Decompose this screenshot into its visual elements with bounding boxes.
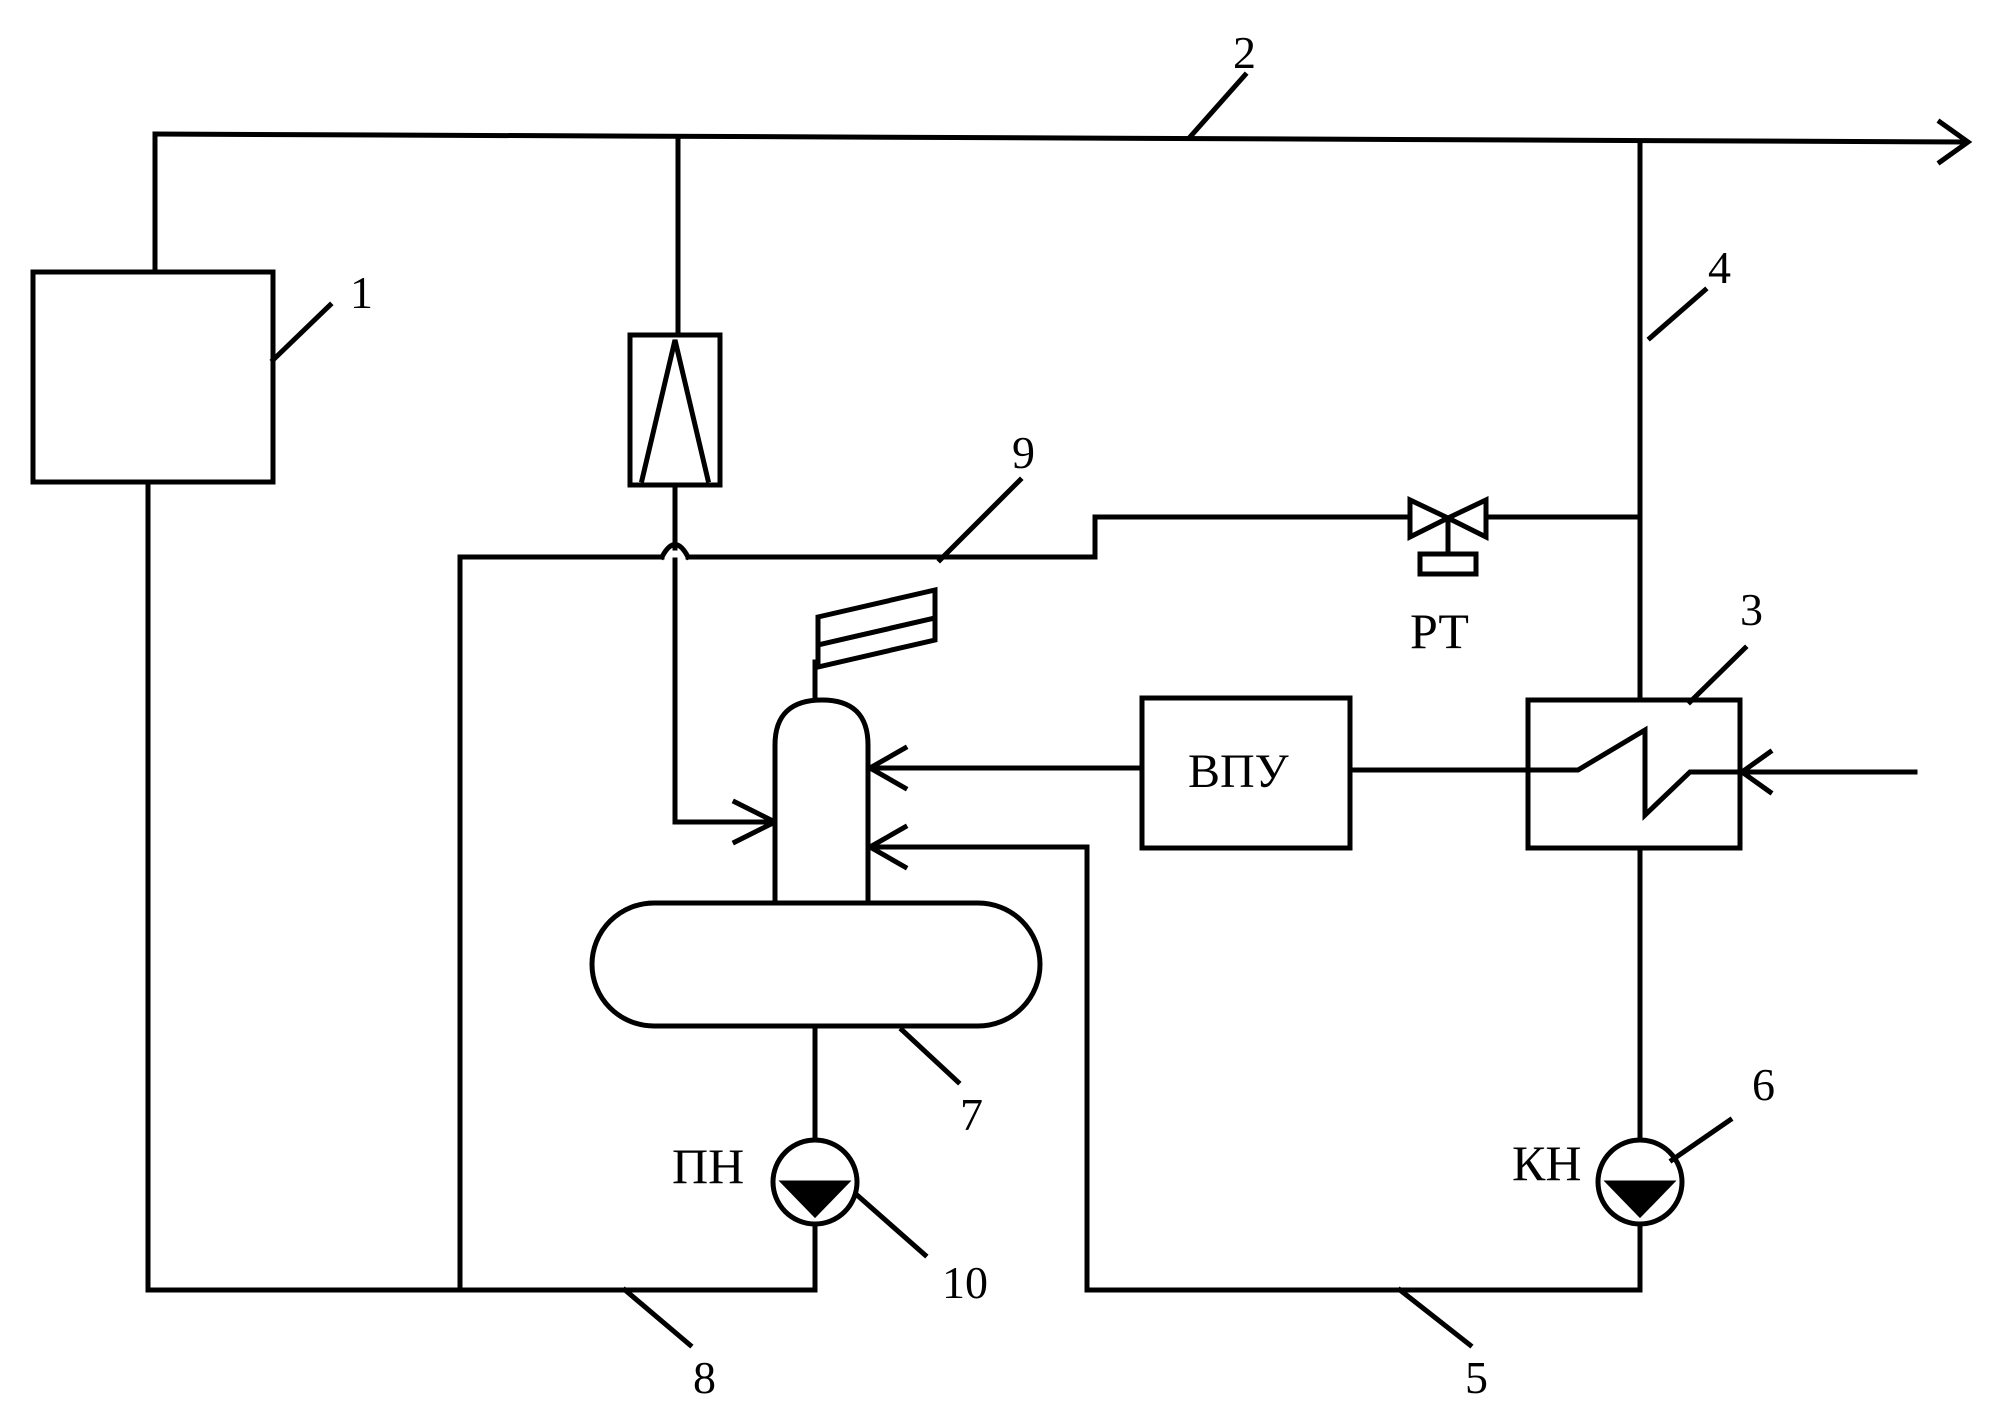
callout-10: 10 [942,1257,988,1308]
condensate-pump-label: КН [1512,1135,1581,1191]
condensate-pump-6 [1598,1140,1682,1224]
deaerator [592,590,1040,1140]
callout-7: 7 [960,1089,983,1140]
valve-left-half [1410,500,1448,537]
line-9 [688,500,1640,574]
callout-3: 3 [1740,584,1763,635]
callout-5: 5 [1465,1352,1488,1403]
deaerator-tank [592,903,1040,1026]
callout-8: 8 [693,1352,716,1403]
callout-4: 4 [1708,242,1731,293]
pressure-reducer [630,335,720,485]
main-steam-line [155,122,1968,162]
regulator-label: РТ [1410,603,1469,659]
water-treatment-label: ВПУ [1188,745,1289,798]
unit-1 [33,134,273,1290]
callout-1: 1 [350,267,373,318]
reducer-branch [630,137,775,842]
regulator-actuator [1420,554,1476,574]
feed-pump-10 [773,1140,857,1224]
callout-2: 2 [1233,27,1256,78]
callout-9: 9 [1012,427,1035,478]
valve-right-half [1448,500,1486,537]
feed-pump-label: ПН [672,1138,744,1194]
callout-6: 6 [1752,1059,1775,1110]
condensate-line [870,827,1640,1290]
